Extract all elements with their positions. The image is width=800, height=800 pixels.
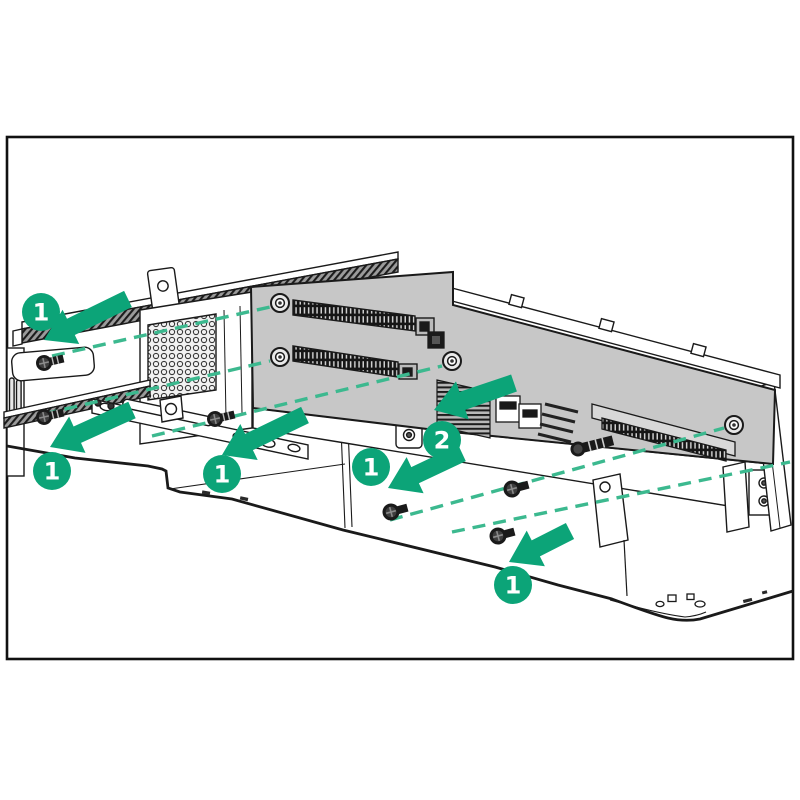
floor-hem-line [609,599,707,618]
callout-circle [22,293,60,331]
screw-hole [270,347,290,367]
screw-hole [270,293,290,313]
screw [503,480,530,498]
screw-path-line [43,359,271,416]
callout-step: 1 [22,293,60,331]
remove-arrow [44,290,132,344]
screw [382,503,409,521]
edge-connector-right [591,403,736,462]
screw-path-line [451,460,791,534]
callout-circle [352,448,390,486]
callout-label: 1 [505,572,522,600]
board-screw-holes [270,293,744,435]
screw-path-line [151,364,443,438]
callout-label: 1 [214,461,231,489]
callouts: 1 1 1 1 2 1 [22,293,532,604]
board-connectors [495,395,542,429]
chassis-tab [146,266,181,314]
screw-path-lines [43,305,791,534]
callout-step: 1 [352,448,390,486]
loose-screw [570,435,615,457]
remove-arrow [50,401,136,453]
screw-hole [724,415,744,435]
screw-path-line [389,426,725,522]
board-chip [427,331,445,349]
screw [489,527,516,545]
callout-circle [494,566,532,604]
screw [207,410,236,427]
right-post [722,461,750,533]
wall-tab-left [159,395,184,423]
callout-circle [33,452,71,490]
remove-arrow [434,374,517,420]
remove-arrow [222,406,309,460]
rear-lip-right [451,287,781,389]
screw-hole [442,351,462,371]
screw [36,354,65,371]
callout-label: 2 [434,427,451,455]
tall-bracket [592,473,629,597]
screw-path-line [51,305,271,358]
screws [36,354,530,545]
floor-front-edge [6,444,794,622]
callout-label: 1 [363,454,380,482]
pcie-slot-1 [292,299,435,336]
remove-arrow [509,523,575,567]
callout-step: 2 [423,421,461,459]
callout-step: 1 [203,455,241,493]
callout-step: 1 [494,566,532,604]
callout-circle [423,421,461,459]
callout-label: 1 [33,299,50,327]
floor-details [201,490,768,608]
screw [36,408,65,425]
callout-circle [203,455,241,493]
pin-comb [537,402,579,444]
callout-step: 1 [33,452,71,490]
callout-label: 1 [44,458,61,486]
